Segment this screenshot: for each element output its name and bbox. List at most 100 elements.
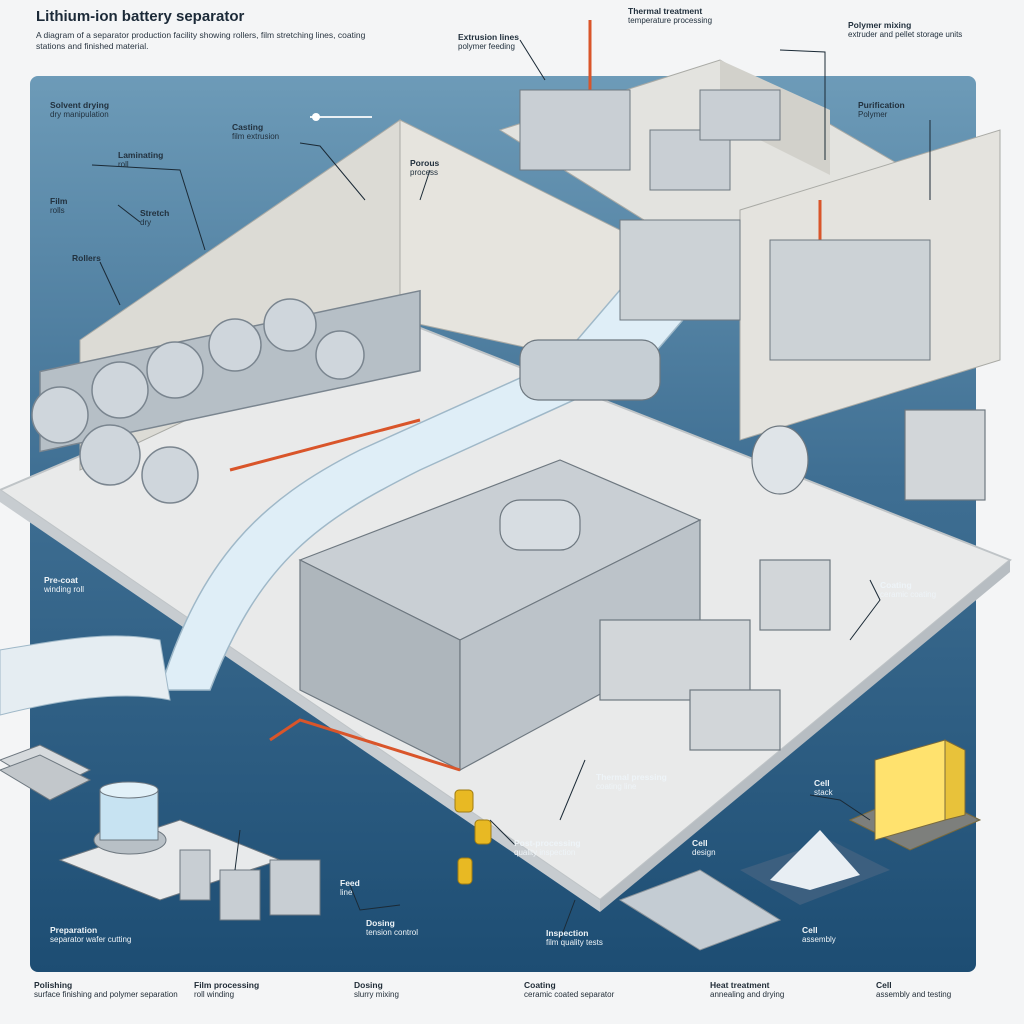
stacked-sheets xyxy=(0,744,92,801)
footer-body: assembly and testing xyxy=(876,990,952,999)
callout-body: Polymer xyxy=(858,110,888,119)
callout-title: Inspection xyxy=(546,928,589,938)
callout-rollers: Rollers xyxy=(72,253,132,263)
callout-title: Thermal pressing xyxy=(596,772,667,782)
callout-body: tension control xyxy=(366,928,419,937)
callout-body: dry manipulation xyxy=(50,110,109,119)
cell-block xyxy=(848,739,982,851)
callout-body: ceramic coating xyxy=(880,590,937,599)
callout-title: Coating xyxy=(880,580,912,590)
floor-edge xyxy=(0,490,600,912)
footer-body: annealing and drying xyxy=(710,990,785,999)
callout-title: Pre-coat xyxy=(44,575,79,585)
callout-title: Stretch xyxy=(140,208,170,218)
right-room-equipment xyxy=(619,219,931,361)
callout-body: quality inspection xyxy=(514,848,576,857)
footer-title: Cell xyxy=(876,980,892,990)
callout-body: extruder and pellet storage units xyxy=(848,30,963,39)
footer-title: Polishing xyxy=(34,980,73,990)
callout-body: film extrusion xyxy=(232,132,280,141)
floor-edge-right xyxy=(600,560,1010,912)
callout-body: winding roll xyxy=(44,585,85,594)
callout-body: dry xyxy=(140,218,152,227)
callout-title: Cell xyxy=(814,778,830,788)
callout-body: assembly xyxy=(802,935,836,944)
callout-title: Solvent drying xyxy=(50,100,110,110)
footer-body: surface finishing and polymer separation xyxy=(34,990,178,999)
cell-sheet xyxy=(618,869,782,951)
callout-body: process xyxy=(410,168,439,177)
callout-body: stack xyxy=(814,788,833,797)
film-roll-exit xyxy=(0,635,171,716)
footer-body: roll winding xyxy=(194,990,235,999)
footer-title: Heat treatment xyxy=(710,980,770,990)
callout-title: Polymer mixing xyxy=(848,20,912,30)
callout-body: design xyxy=(692,848,716,857)
callout-title: Casting xyxy=(232,122,264,132)
callout-title: Feed xyxy=(340,878,360,888)
callout-title: Cell xyxy=(802,925,818,935)
cell-powder xyxy=(740,830,890,905)
zoom-slider[interactable] xyxy=(306,108,376,121)
callout-title: Porous xyxy=(410,158,440,168)
callout-title: Extrusion lines xyxy=(458,32,519,42)
callout-body: rolls xyxy=(50,206,65,215)
footer-body: ceramic coated separator xyxy=(524,990,615,999)
callout-title: Thermal treatment xyxy=(628,6,703,16)
roller-line xyxy=(31,289,421,504)
slider-track xyxy=(310,113,372,121)
callout-body: coating line xyxy=(596,782,637,791)
footer-title: Film processing xyxy=(194,980,260,990)
footer-body: slurry mixing xyxy=(354,990,399,999)
upper-room-equipment xyxy=(519,89,781,191)
intro-text: A diagram of a separator production faci… xyxy=(36,30,366,51)
callout-body: temperature processing xyxy=(628,16,713,25)
leader-lines xyxy=(91,39,931,941)
callout-title: Post-processing xyxy=(514,838,581,848)
right-machinery xyxy=(599,409,986,751)
callout-title: Rollers xyxy=(72,253,101,263)
central-machinery xyxy=(298,339,702,772)
callout-body: polymer feeding xyxy=(458,42,515,51)
callout-title: Laminating xyxy=(118,150,164,160)
callout-title: Cell xyxy=(692,838,708,848)
callout-title: Preparation xyxy=(50,925,98,935)
callout-title: Dosing xyxy=(366,918,395,928)
callout-body: film quality tests xyxy=(546,938,603,947)
footer-title: Dosing xyxy=(354,980,383,990)
callout-title: Film xyxy=(50,196,68,206)
filter-station xyxy=(179,849,321,921)
footer-title: Coating xyxy=(524,980,556,990)
callout-body: separator wafer cutting xyxy=(50,935,132,944)
callout-body: roll xyxy=(118,160,129,169)
